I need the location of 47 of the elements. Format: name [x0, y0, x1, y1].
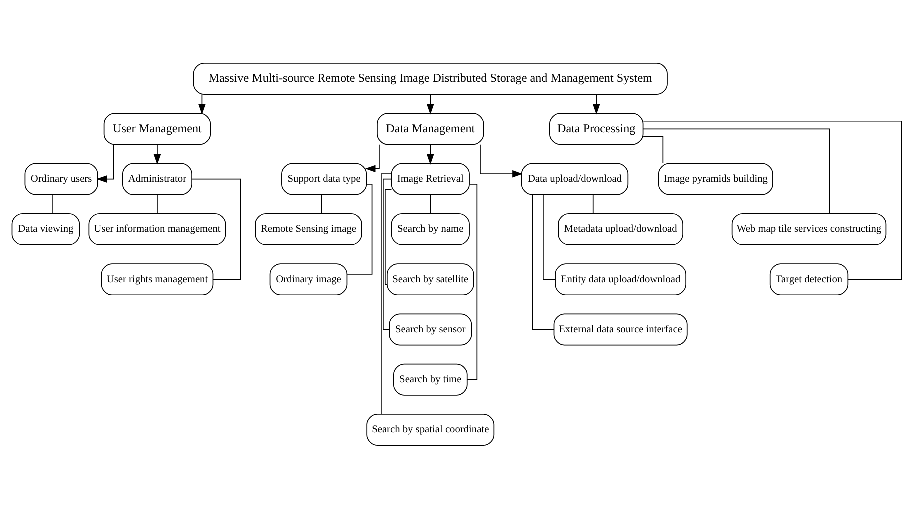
node-box: Data viewing: [12, 212, 80, 245]
connector: [383, 178, 392, 330]
node-box: Ordinary image: [270, 263, 348, 296]
arrow: [198, 94, 206, 114]
node-box: Image pyramids building: [658, 162, 774, 195]
node-box: Metadata upload/download: [558, 212, 684, 245]
node-box: User information management: [88, 212, 226, 245]
node-box: Data upload/download: [521, 162, 629, 195]
node-box: External data source interface: [554, 313, 688, 346]
node-box: User Management: [104, 112, 212, 145]
arrow: [427, 94, 434, 114]
node-box: Search by satellite: [386, 263, 474, 296]
node-box: Massive Multi-source Remote Sensing Image Distributed Storage and Management System: [193, 62, 668, 95]
arrow: [365, 144, 380, 172]
node-box: Image Retrieval: [391, 162, 470, 195]
node-box: Data Management: [377, 112, 484, 145]
connector: [381, 173, 392, 414]
connector: [430, 194, 432, 214]
connector: [643, 120, 902, 280]
node-box: User rights management: [101, 263, 214, 296]
connector: [467, 184, 478, 380]
node-box: Target detection: [770, 263, 849, 296]
arrow: [96, 144, 114, 182]
connector: [157, 194, 158, 214]
connector: [347, 184, 373, 274]
node-box: Search by spatial coordinate: [366, 413, 495, 446]
node-box: Search by name: [391, 212, 470, 245]
node-box: Remote Sensing image: [255, 212, 362, 245]
arrow: [427, 144, 434, 164]
arrow: [480, 144, 523, 178]
connector: [643, 128, 830, 214]
connector: [532, 194, 555, 330]
node-box: Web map tile services constructing: [732, 212, 887, 245]
connector: [592, 194, 594, 214]
connector: [192, 178, 242, 280]
node-box: Entity data upload/download: [555, 263, 687, 296]
connector: [385, 188, 392, 285]
node-box: Data Processing: [550, 112, 644, 145]
node-box: Support data type: [282, 162, 368, 195]
node-box: Search by sensor: [389, 313, 472, 346]
node-box: Administrator: [122, 162, 192, 195]
node-box: Ordinary users: [24, 162, 98, 195]
node-box: Search by time: [393, 363, 468, 396]
arrow: [592, 94, 600, 114]
connector: [52, 194, 53, 214]
arrow: [154, 144, 162, 164]
connector: [643, 136, 664, 164]
